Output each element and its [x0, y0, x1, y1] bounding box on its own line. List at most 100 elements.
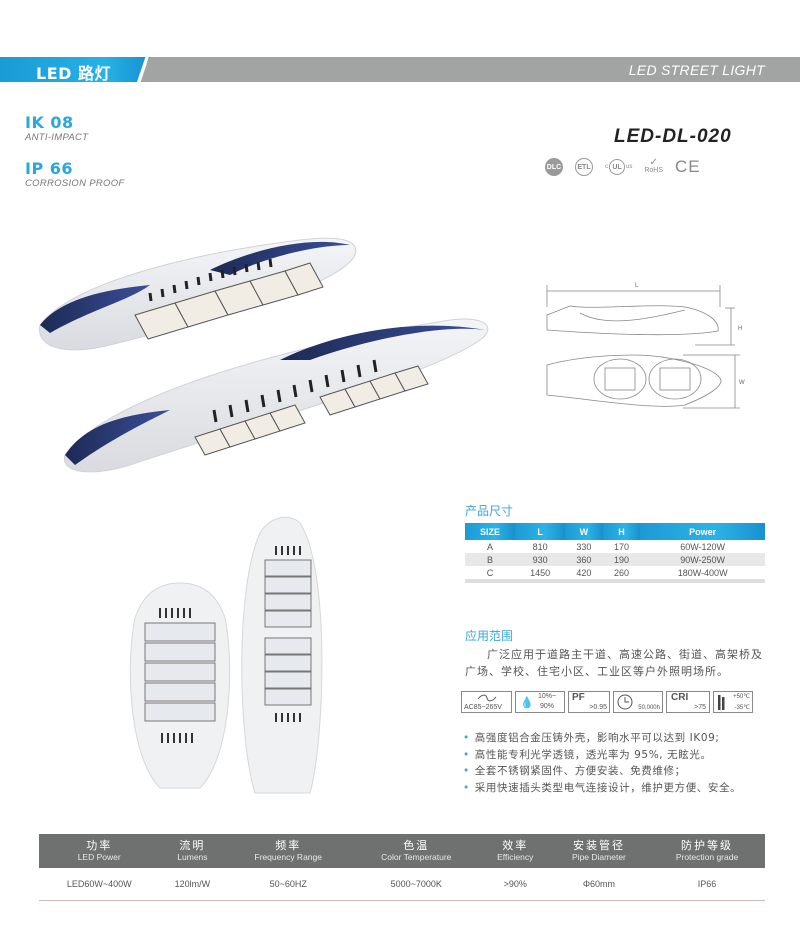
size-table-header: SIZE L W H Power: [465, 523, 765, 540]
cri-value: >75: [694, 704, 706, 711]
dlc-logo-icon: DLC: [545, 158, 563, 176]
rating-ik: IK 08 ANTI-IMPACT: [25, 113, 88, 143]
cell: 120lm/W: [159, 868, 226, 901]
spec-icon-row: AC85~265V 💧 10%~ 90% PF >0.95 50,000h CR…: [461, 691, 753, 713]
application-line-1: 广泛应用于道路主干道、高速公路、街道、高架桥及: [487, 648, 763, 661]
list-item: 高性能专利光学透镜，透光率为 95%, 无眩光。: [463, 747, 773, 764]
header-en: Lumens: [177, 852, 208, 862]
lifetime-value: 50,000h: [638, 705, 660, 711]
ce-logo-icon: CE: [675, 157, 701, 177]
cell: 420: [576, 567, 592, 578]
certification-logos: DLC ETL c UL us ✓ RoHS CE: [545, 157, 701, 177]
voltage-spec: AC85~265V: [461, 691, 512, 713]
clock-icon: [617, 694, 633, 710]
table-row: A 810 330 170 60W-120W: [465, 540, 765, 553]
header-zh: 安装管径: [572, 839, 625, 852]
product-photo-bottom-views: [129, 516, 323, 794]
rating-desc: CORROSION PROOF: [25, 178, 125, 189]
cell: 60W-120W: [680, 541, 726, 552]
list-item: 采用快速插头类型电气连接设计，维护更方便、安全。: [463, 780, 773, 797]
application-section-title: 应用范围: [465, 629, 514, 643]
rating-desc: ANTI-IMPACT: [25, 132, 89, 143]
dim-label-h: H: [738, 326, 742, 332]
cert-label: RoHS: [644, 167, 664, 174]
table-row: LED60W~400W 120lm/W 50~60HZ 5000~7000K >…: [39, 868, 765, 901]
etl-logo-icon: ETL: [575, 158, 593, 176]
application-line-2: 广场、学校、住宅小区、工业区等户外照明场所。: [465, 665, 729, 678]
power-factor-spec: PF >0.95: [568, 691, 610, 713]
humidity-spec: 💧 10%~ 90%: [515, 691, 565, 713]
rating-code: IP 66: [25, 159, 74, 178]
cell: B: [465, 553, 516, 566]
cell: 90W-250W: [640, 553, 765, 566]
page-subtitle: LED STREET LIGHT: [628, 62, 765, 78]
small-lamp-bottom-view: [129, 582, 231, 789]
table-row: B 930 360 190 90W-250W: [465, 553, 765, 566]
temperature-spec: +50℃ -35℃: [713, 691, 753, 713]
humidity-min: 10%~: [538, 693, 557, 700]
lamp-bottom-image: [64, 318, 489, 473]
humidity-drop-icon: 💧: [520, 697, 534, 709]
header-en: Protection grade: [675, 852, 739, 862]
table-row: C 1450 420 260 180W-400W: [465, 566, 765, 579]
rating-code: IK 08: [25, 113, 74, 132]
product-photo-angled: [39, 237, 489, 473]
cell: LED60W~400W: [39, 868, 160, 901]
cell: 930: [515, 553, 566, 566]
col-l: L: [515, 523, 566, 540]
cell: 810: [532, 541, 548, 552]
cert-prefix: c: [605, 164, 608, 170]
list-item: 全套不锈钢紧固件、方便安装、免费维修；: [463, 763, 773, 780]
banner-blue-tab: [0, 57, 150, 82]
cell: 360: [565, 553, 603, 566]
cell: 5000~7000K: [351, 868, 482, 901]
cert-label: UL: [609, 159, 625, 175]
application-description: 广泛应用于道路主干道、高速公路、街道、高架桥及 广场、学校、住宅小区、工业区等户…: [465, 646, 770, 680]
header-en: Pipe Diameter: [572, 852, 626, 862]
cell: Φ60mm: [548, 868, 649, 901]
lamp-top-image: [39, 237, 357, 351]
header-en: LED Power: [77, 852, 121, 862]
check-mark: ✓: [649, 157, 658, 168]
header-zh: 防护等级: [681, 839, 733, 852]
rating-ip: IP 66 CORROSION PROOF: [25, 159, 125, 189]
cell: IP66: [649, 868, 765, 901]
header-zh: 流明: [179, 839, 206, 852]
temp-max: +50℃: [733, 694, 750, 700]
temp-min: -35℃: [734, 705, 750, 711]
humidity-max: 90%: [540, 703, 555, 710]
dimension-diagram: L H W: [535, 275, 785, 415]
model-number: LED-DL-020: [614, 126, 732, 147]
lifetime-spec: 50,000h: [613, 691, 663, 713]
rohs-logo-icon: ✓ RoHS: [644, 157, 664, 175]
pf-value: >0.95: [589, 704, 607, 711]
col-size: SIZE: [465, 523, 516, 540]
cell: 190: [602, 553, 641, 566]
cell: C: [486, 567, 494, 578]
pf-icon: PF: [572, 692, 585, 703]
cell: 50~60HZ: [225, 868, 351, 901]
dim-label-w: W: [739, 380, 745, 386]
cell: A: [487, 541, 494, 552]
dimension-drawing: L H W: [546, 283, 745, 409]
cell: 170: [613, 541, 629, 552]
cert-label: ETL: [577, 163, 591, 171]
cell: 180W-400W: [677, 567, 728, 578]
cri-spec: CRI >75: [666, 691, 710, 713]
large-lamp-bottom-view: [241, 516, 323, 794]
size-table: SIZE L W H Power A 810 330 170 60W-120W …: [465, 523, 765, 583]
dim-label-l: L: [635, 283, 639, 289]
cell: 330: [576, 541, 592, 552]
col-w: W: [565, 523, 603, 540]
header-en: Frequency Range: [254, 852, 322, 862]
header-en: Color Temperature: [381, 852, 452, 862]
cert-label: CE: [675, 157, 701, 176]
